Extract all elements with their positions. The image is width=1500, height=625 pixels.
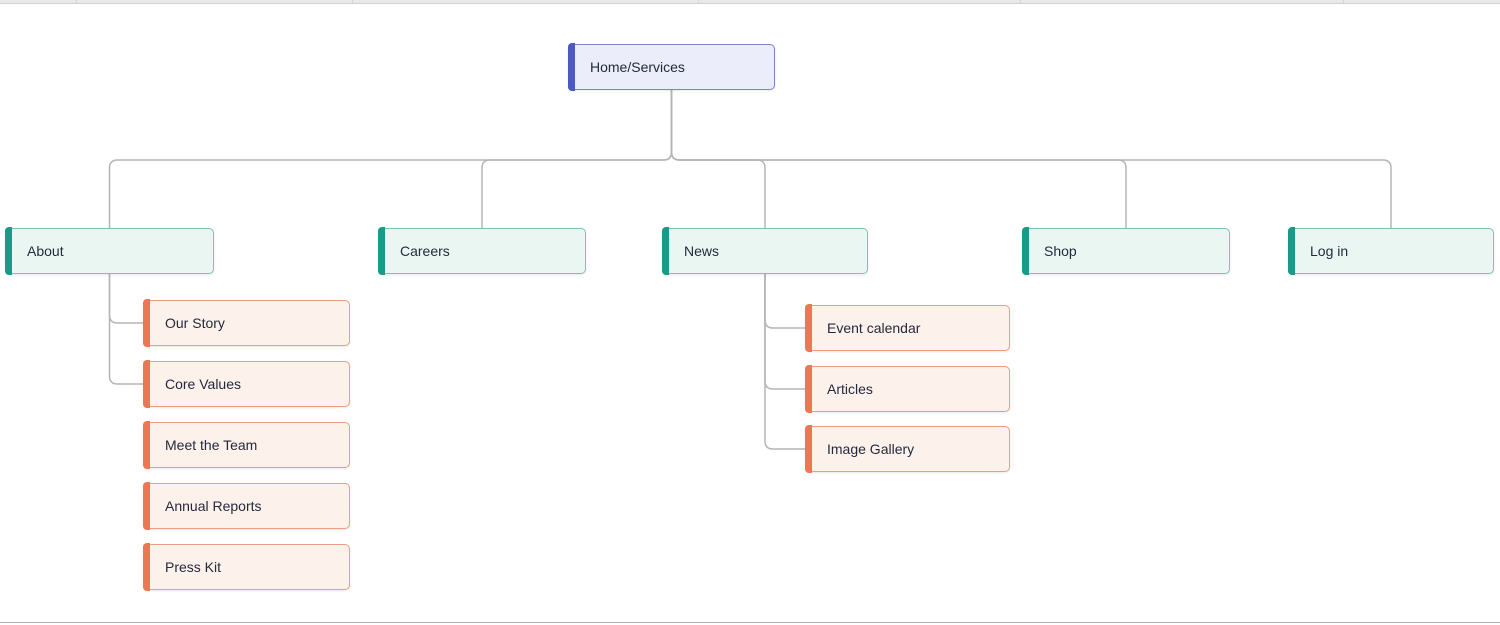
- node-label: Annual Reports: [165, 498, 262, 514]
- node-label: Home/Services: [590, 59, 685, 75]
- edge-home-news: [670, 90, 766, 228]
- node-about[interactable]: About: [5, 227, 214, 275]
- node-accent-bar: [143, 543, 150, 591]
- node-label: Meet the Team: [165, 437, 258, 453]
- edge-about-core-values: [108, 274, 143, 385]
- tab-separator: [76, 0, 77, 3]
- node-label: Shop: [1044, 243, 1077, 259]
- node-label: News: [684, 243, 720, 259]
- node-accent-bar: [5, 227, 12, 275]
- node-log-in[interactable]: Log in: [1288, 227, 1494, 275]
- node-accent-bar: [143, 360, 150, 408]
- edge-about-our-story: [108, 274, 143, 324]
- node-label: Articles: [827, 381, 873, 397]
- node-news[interactable]: News: [662, 227, 868, 275]
- tab-separator: [1343, 0, 1344, 3]
- node-home-services[interactable]: Home/Services: [568, 43, 775, 91]
- edge-news-image-gallery: [764, 274, 805, 450]
- node-image-gallery[interactable]: Image Gallery: [805, 425, 1010, 473]
- node-accent-bar: [143, 299, 150, 347]
- node-label: Careers: [400, 243, 450, 259]
- edge-news-articles: [764, 274, 805, 390]
- node-label: Our Story: [165, 315, 225, 331]
- node-label: Log in: [1310, 243, 1349, 259]
- tab-separator: [352, 0, 353, 3]
- node-press-kit[interactable]: Press Kit: [143, 543, 350, 591]
- node-articles[interactable]: Articles: [805, 365, 1010, 413]
- node-accent-bar: [662, 227, 669, 275]
- edge-home-shop: [670, 90, 1127, 228]
- node-accent-bar: [805, 365, 812, 413]
- node-label: Press Kit: [165, 559, 222, 575]
- window-top-edge: [0, 0, 1500, 4]
- edge-home-about: [108, 90, 673, 228]
- node-accent-bar: [805, 425, 812, 473]
- node-accent-bar: [378, 227, 385, 275]
- node-accent-bar: [568, 43, 575, 91]
- edge-home-careers: [481, 90, 673, 228]
- node-accent-bar: [1022, 227, 1029, 275]
- tab-separator: [698, 0, 699, 3]
- node-accent-bar: [143, 482, 150, 530]
- node-our-story[interactable]: Our Story: [143, 299, 350, 347]
- node-accent-bar: [143, 421, 150, 469]
- node-label: Event calendar: [827, 320, 921, 336]
- edge-home-login: [670, 90, 1392, 228]
- node-accent-bar: [1288, 227, 1295, 275]
- tab-separator: [1020, 0, 1021, 3]
- node-core-values[interactable]: Core Values: [143, 360, 350, 408]
- node-label: About: [27, 243, 64, 259]
- node-label: Image Gallery: [827, 441, 915, 457]
- node-label: Core Values: [165, 376, 242, 392]
- node-shop[interactable]: Shop: [1022, 227, 1230, 275]
- node-accent-bar: [805, 304, 812, 352]
- node-annual-reports[interactable]: Annual Reports: [143, 482, 350, 530]
- edge-news-event-calendar: [764, 274, 805, 329]
- node-event-calendar[interactable]: Event calendar: [805, 304, 1010, 352]
- window-bottom-edge: [0, 622, 1500, 623]
- node-careers[interactable]: Careers: [378, 227, 586, 275]
- node-meet-the-team[interactable]: Meet the Team: [143, 421, 350, 469]
